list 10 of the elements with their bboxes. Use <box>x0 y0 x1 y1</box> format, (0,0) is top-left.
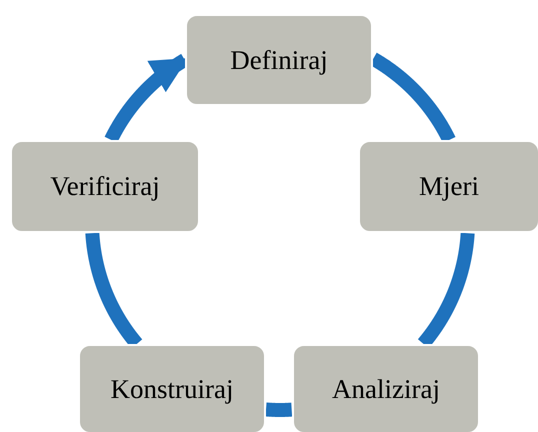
step-box <box>78 344 266 432</box>
step-label: Verificiraj <box>50 171 160 202</box>
step-box <box>10 140 200 233</box>
step-label: Definiraj <box>230 44 328 76</box>
step-label: Mjeri <box>419 171 479 202</box>
step-box <box>358 140 538 233</box>
step-box <box>185 14 373 106</box>
step-label: Analiziraj <box>332 374 440 404</box>
step-box <box>292 344 480 432</box>
step-label: Konstruiraj <box>110 374 234 404</box>
